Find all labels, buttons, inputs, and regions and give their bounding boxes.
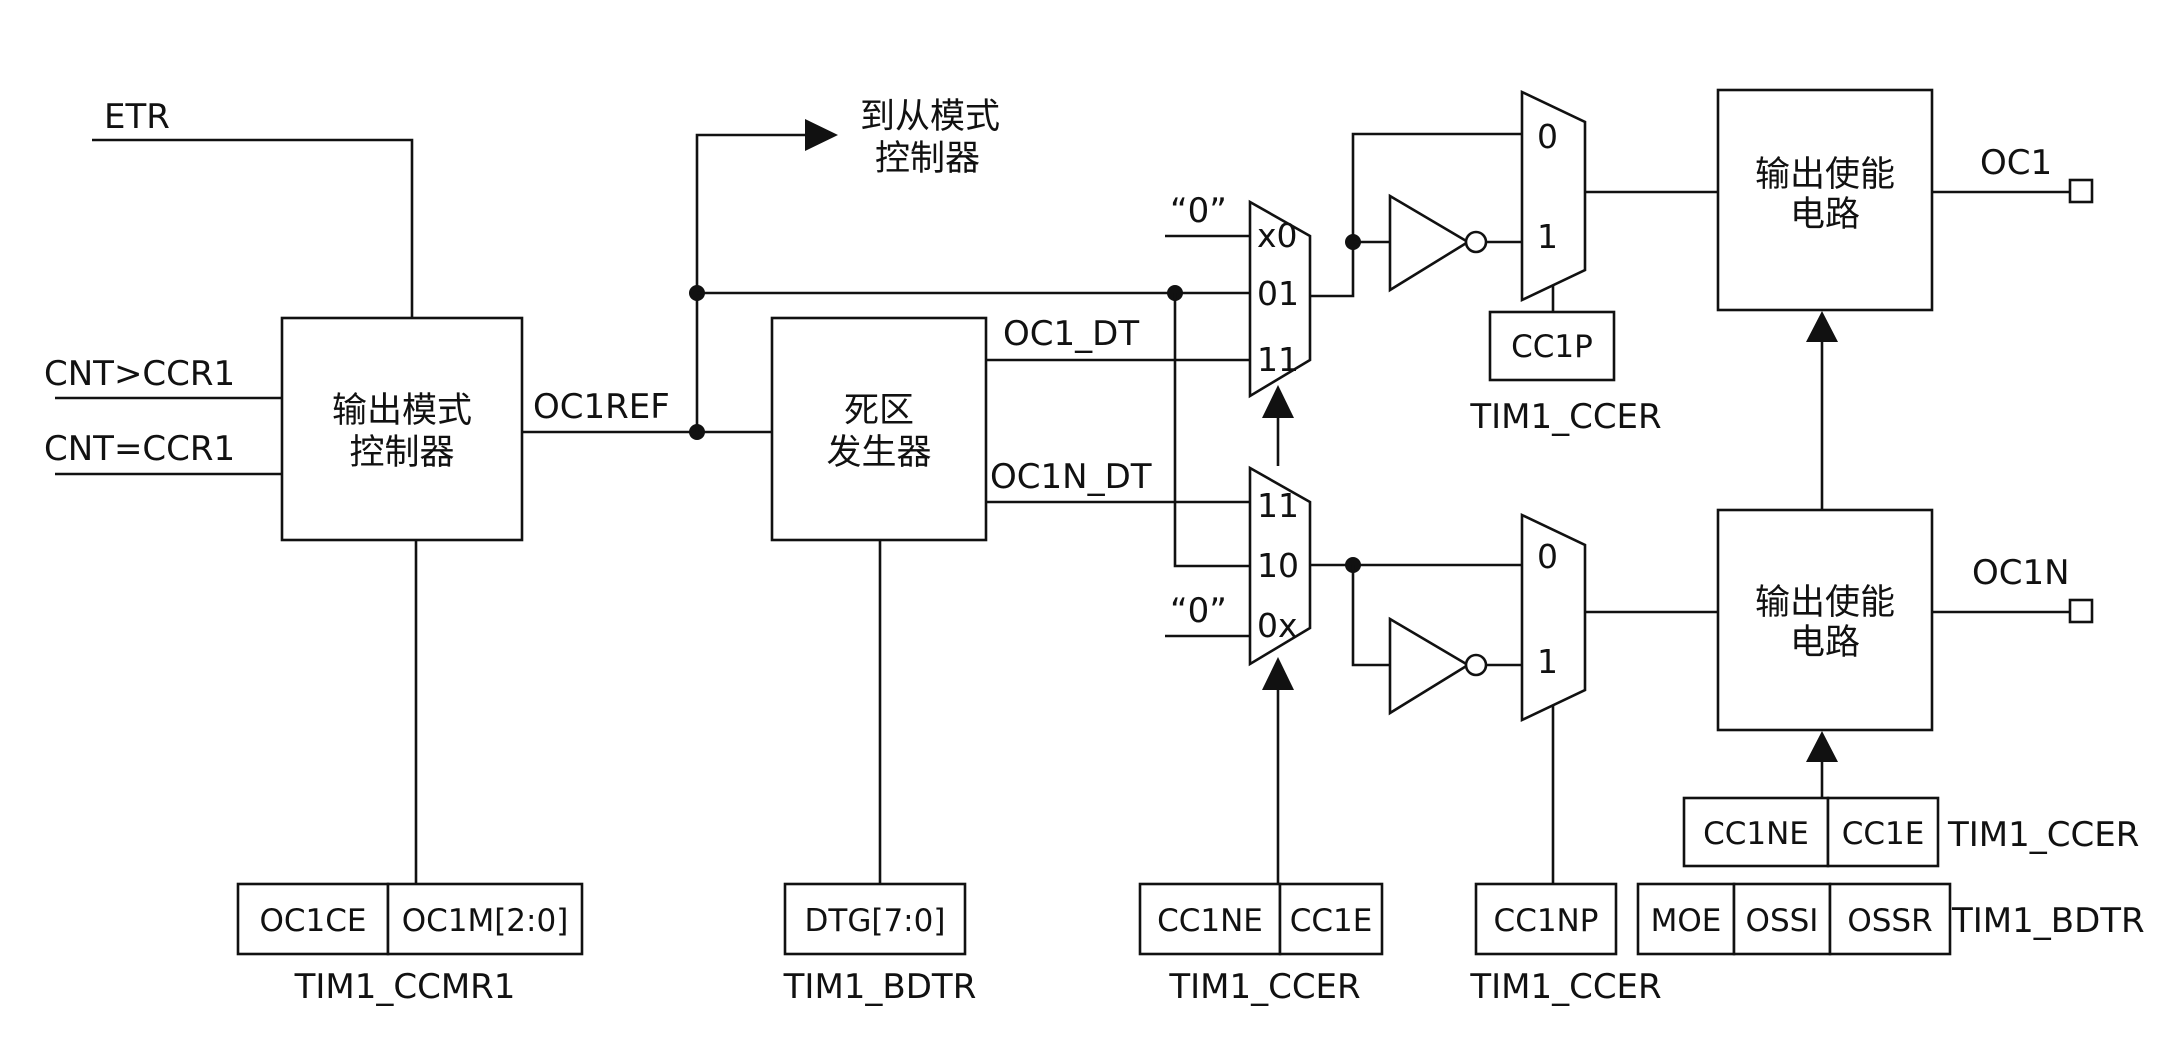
register-bdtr-right: MOE OSSI OSSR TIM1_BDTR <box>1636 882 2145 956</box>
enable-bottom-title-1: 输出使能 <box>1755 583 1895 623</box>
zero-bottom-label: “0” <box>1170 591 1227 631</box>
output-mode-title-2: 控制器 <box>349 433 454 473</box>
oc1-pin <box>2068 178 2094 204</box>
reg-cc1np-name: TIM1_CCER <box>1469 967 1661 1007</box>
reg-bdtr-name: TIM1_BDTR <box>783 967 977 1007</box>
reg-cc1ne-right: CC1NE <box>1703 816 1809 852</box>
reg-ccer-right-name: TIM1_CCER <box>1947 815 2139 855</box>
oc1n-pin <box>2068 598 2094 624</box>
output-mode-controller: 输出模式 控制器 <box>280 316 524 542</box>
enable-top-title-2: 电路 <box>1790 195 1860 235</box>
arrow-up-icon <box>1262 657 1294 690</box>
register-cc1np: CC1NP TIM1_CCER <box>1469 882 1662 1007</box>
mux-bottom-in-10: 10 <box>1257 546 1299 585</box>
oc1-output: OC1 <box>1932 143 2094 204</box>
zero-constant-top: “0” <box>1165 191 1250 238</box>
inverter-top <box>1388 193 1471 293</box>
inverter-top-bubble <box>1464 230 1488 254</box>
mux2-bottom-in-1: 1 <box>1537 642 1558 681</box>
to-slave-line-2: 控制器 <box>875 139 980 179</box>
etr-label: ETR <box>104 97 170 137</box>
cnt-eq-signal: CNT=CCR1 <box>44 429 282 476</box>
reg-ccmr1-name: TIM1_CCMR1 <box>294 967 516 1007</box>
output-enable-top: 输出使能 电路 <box>1716 88 1934 312</box>
mux-2to1-bottom: 0 1 <box>1520 512 1587 723</box>
oc1n-dt-signal: OC1N_DT <box>986 457 1250 504</box>
oc1-dt-label: OC1_DT <box>1003 314 1139 354</box>
mux-top-in-11: 11 <box>1257 340 1299 379</box>
mux-bottom-in-11: 11 <box>1257 486 1299 525</box>
reg-ccer-mid-name: TIM1_CCER <box>1168 967 1360 1007</box>
register-ccer-mid: CC1NE CC1E TIM1_CCER <box>1138 882 1384 1007</box>
oc1-label: OC1 <box>1980 143 2052 183</box>
register-ccer-right: CC1NE CC1E TIM1_CCER <box>1682 796 2139 868</box>
register-ccmr1: OC1CE OC1M[2:0] TIM1_CCMR1 <box>236 882 584 1007</box>
oc1n-dt-label: OC1N_DT <box>990 457 1152 497</box>
zero-top-label: “0” <box>1170 191 1227 231</box>
output-enable-bottom: 输出使能 电路 <box>1716 508 1934 732</box>
etr-signal: ETR <box>92 97 414 318</box>
oc1-dt-signal: OC1_DT <box>986 314 1250 362</box>
oc1n-path <box>1310 557 1522 716</box>
reg-ossr: OSSR <box>1847 903 1932 939</box>
reg-cc1p-name: TIM1_CCER <box>1469 397 1661 437</box>
cnt-gt-label: CNT>CCR1 <box>44 354 235 394</box>
mux2-top-in-0: 0 <box>1537 117 1558 156</box>
mux2-bottom-in-0: 0 <box>1537 537 1558 576</box>
oc1n-label: OC1N <box>1972 553 2070 593</box>
oc1ref-signal: OC1REF <box>522 119 1250 568</box>
mux-top: x0 01 11 <box>1248 199 1312 399</box>
inverter-bottom-bubble <box>1464 653 1488 677</box>
reg-cc1p: CC1P <box>1511 329 1593 365</box>
enable-bottom-title-2: 电路 <box>1790 623 1860 663</box>
mux-top-in-01: 01 <box>1257 274 1299 313</box>
mux-bottom: 11 10 0x <box>1248 465 1312 667</box>
oc1n-output: OC1N <box>1932 553 2094 624</box>
arrow-up-icon <box>1806 731 1838 762</box>
inverter-bottom <box>1388 616 1471 716</box>
reg-dtg: DTG[7:0] <box>805 903 946 939</box>
to-slave-line-1: 到从模式 <box>860 97 1000 137</box>
reg-moe: MOE <box>1651 903 1722 939</box>
to-slave-mode-controller: 到从模式 控制器 <box>860 97 1000 179</box>
arrow-up-icon <box>1262 385 1294 418</box>
reg-cc1e-mid: CC1E <box>1290 903 1373 939</box>
deadtime-title-1: 死区 <box>844 391 914 431</box>
reg-ossi: OSSI <box>1746 903 1819 939</box>
register-bdtr-dtg: DTG[7:0] TIM1_BDTR <box>783 882 977 1007</box>
arrow-up-icon <box>1806 311 1838 342</box>
arrow-right-icon <box>805 119 838 151</box>
cnt-eq-label: CNT=CCR1 <box>44 429 235 469</box>
reg-oc1ce: OC1CE <box>259 903 366 939</box>
output-mode-title-1: 输出模式 <box>332 391 472 431</box>
deadtime-generator: 死区 发生器 <box>770 316 988 542</box>
mux2-top-in-1: 1 <box>1537 217 1558 256</box>
cnt-gt-signal: CNT>CCR1 <box>44 354 282 400</box>
register-cc1p: CC1P TIM1_CCER <box>1469 310 1662 437</box>
zero-constant-bottom: “0” <box>1165 591 1250 638</box>
deadtime-title-2: 发生器 <box>826 433 931 473</box>
oc1ref-label: OC1REF <box>533 387 670 427</box>
mux-2to1-top: 0 1 <box>1520 89 1587 303</box>
oc1-path <box>1310 132 1522 298</box>
reg-bdtr-right-name: TIM1_BDTR <box>1951 901 2145 941</box>
enable-top-title-1: 输出使能 <box>1755 155 1895 195</box>
reg-cc1np: CC1NP <box>1494 903 1599 939</box>
reg-cc1e-right: CC1E <box>1842 816 1925 852</box>
reg-cc1ne-mid: CC1NE <box>1157 903 1263 939</box>
mux-bottom-in-0x: 0x <box>1257 606 1298 645</box>
mux-top-in-x0: x0 <box>1257 216 1298 255</box>
reg-oc1m: OC1M[2:0] <box>402 903 569 939</box>
